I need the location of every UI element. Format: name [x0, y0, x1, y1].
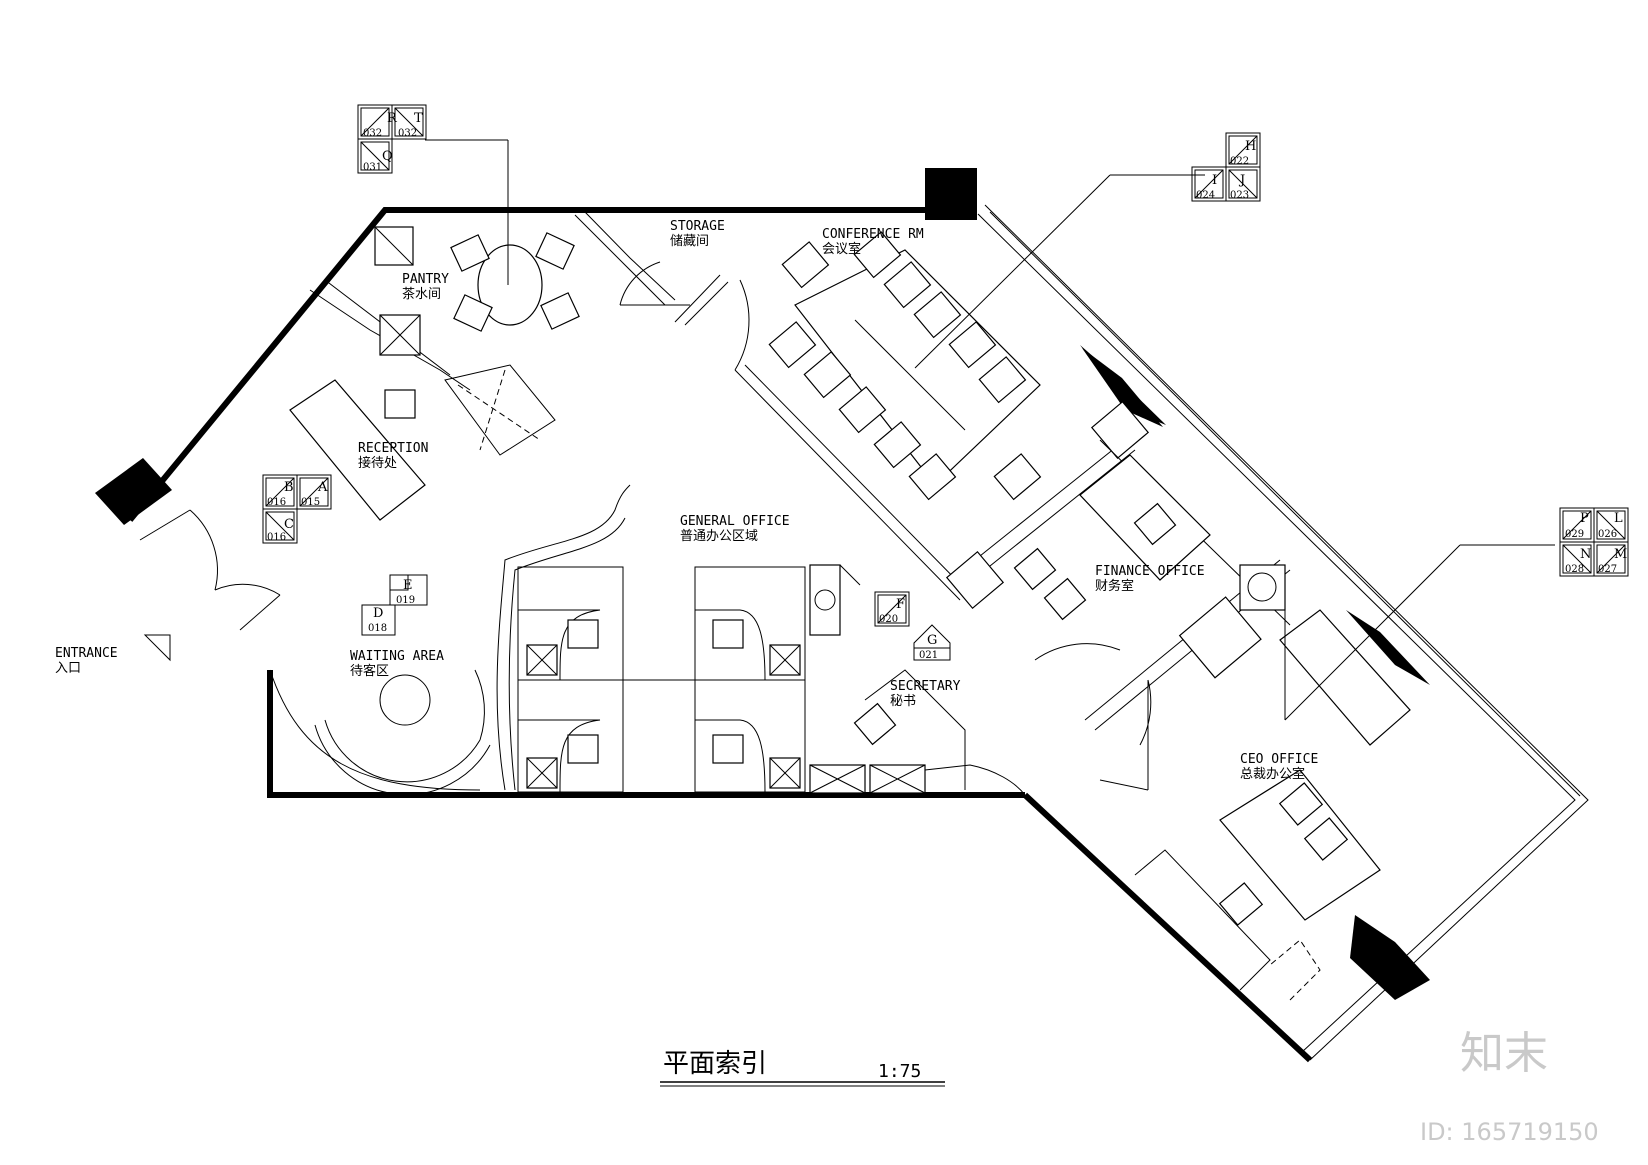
watermark-id: ID: 165719150	[1420, 1118, 1599, 1146]
index-number: 023	[1230, 190, 1249, 201]
pantry-label-cn: 茶水间	[402, 286, 441, 302]
index-letter: H	[1245, 139, 1256, 154]
index-letter: Q	[382, 149, 393, 164]
index-number: 026	[1598, 529, 1617, 540]
plan-title: 平面索引	[663, 1049, 767, 1079]
index-letter: A	[317, 480, 328, 495]
index-number: 016	[267, 532, 286, 543]
plan-scale: 1:75	[878, 1061, 921, 1082]
entrance-label-cn: 入口	[55, 661, 81, 676]
watermark-logo: 知末	[1460, 1028, 1548, 1079]
index-letter: T	[414, 111, 423, 126]
waiting-label-cn: 待客区	[350, 663, 389, 679]
storage-area	[574, 211, 729, 326]
index-number: 022	[1230, 156, 1249, 167]
index-number: 018	[368, 623, 387, 634]
pantry-area	[309, 139, 580, 456]
general-office-label: GENERAL OFFICE	[680, 514, 790, 529]
room-labels: STORAGE 储藏间 CONFERENCE RM 会议室 PANTRY 茶水间…	[55, 219, 1318, 782]
secretary-label: SECRETARY	[890, 679, 961, 694]
entrance-label: ENTRANCE	[55, 646, 118, 661]
columns	[95, 168, 1430, 1000]
index-marker-group-top-right: H 022 I 024 J 023	[1191, 132, 1261, 202]
ceo-label: CEO OFFICE	[1240, 752, 1318, 767]
secretary-label-cn: 秘书	[890, 694, 916, 709]
index-number: 027	[1598, 564, 1617, 575]
index-number: 019	[396, 595, 415, 606]
index-letter: L	[1614, 511, 1623, 526]
index-letter: F	[896, 597, 905, 612]
index-letter: J	[1238, 173, 1245, 188]
index-letter: G	[927, 633, 937, 648]
index-number: 029	[1565, 529, 1584, 540]
watermark: 知末 ID: 165719150	[1420, 1028, 1599, 1146]
general-office-label-cn: 普通办公区域	[680, 529, 758, 544]
index-letter: C	[284, 517, 294, 532]
index-letter: I	[1212, 173, 1217, 188]
index-number: 024	[1196, 190, 1215, 201]
index-marker-group-top-left: R 032 T 032 Q 031	[357, 104, 427, 174]
partitions	[945, 400, 1291, 791]
index-number: 032	[398, 128, 417, 139]
finance-label: FINANCE OFFICE	[1095, 564, 1205, 579]
index-letter: M	[1614, 547, 1627, 562]
index-letter: E	[403, 578, 413, 593]
outer-walls	[127, 204, 1589, 1063]
index-number: 015	[301, 497, 320, 508]
reception-area	[139, 379, 426, 662]
general-office-workstations	[496, 484, 1027, 796]
index-number: 031	[363, 162, 382, 173]
index-letter: B	[284, 480, 294, 495]
index-marker-group-waiting: E 019 D 018	[361, 574, 428, 636]
index-number: 016	[267, 497, 286, 508]
ceo-office-furniture	[1134, 544, 1555, 1001]
waiting-area	[269, 669, 491, 796]
index-letter: P	[1580, 511, 1589, 526]
index-marker-group-reception: B 016 A 015 C 016	[262, 474, 332, 544]
index-number: 020	[879, 614, 898, 625]
conference-label: CONFERENCE RM	[822, 227, 924, 242]
drawing-title: 平面索引 1:75	[660, 1049, 945, 1087]
index-marker-f: F 020	[874, 591, 910, 627]
storage-label-cn: 储藏间	[670, 234, 709, 249]
index-number: 032	[363, 128, 382, 139]
waiting-label: WAITING AREA	[350, 649, 444, 664]
index-marker-group-ceo: P 029 L 026 N 028 M 027	[1559, 507, 1629, 577]
storage-label: STORAGE	[670, 219, 725, 234]
finance-label-cn: 财务室	[1095, 578, 1134, 594]
reception-label: RECEPTION	[358, 441, 428, 456]
index-number: 021	[919, 650, 938, 661]
pantry-label: PANTRY	[402, 272, 449, 287]
index-letter: N	[1580, 547, 1591, 562]
index-number: 028	[1565, 564, 1584, 575]
index-letter: R	[387, 111, 398, 126]
ceo-label-cn: 总裁办公室	[1240, 766, 1305, 782]
index-letter: D	[373, 606, 383, 621]
conference-room	[734, 174, 1205, 601]
conference-label-cn: 会议室	[822, 241, 861, 257]
reception-label-cn: 接待处	[358, 455, 397, 471]
index-marker-g: G 021	[913, 624, 951, 661]
